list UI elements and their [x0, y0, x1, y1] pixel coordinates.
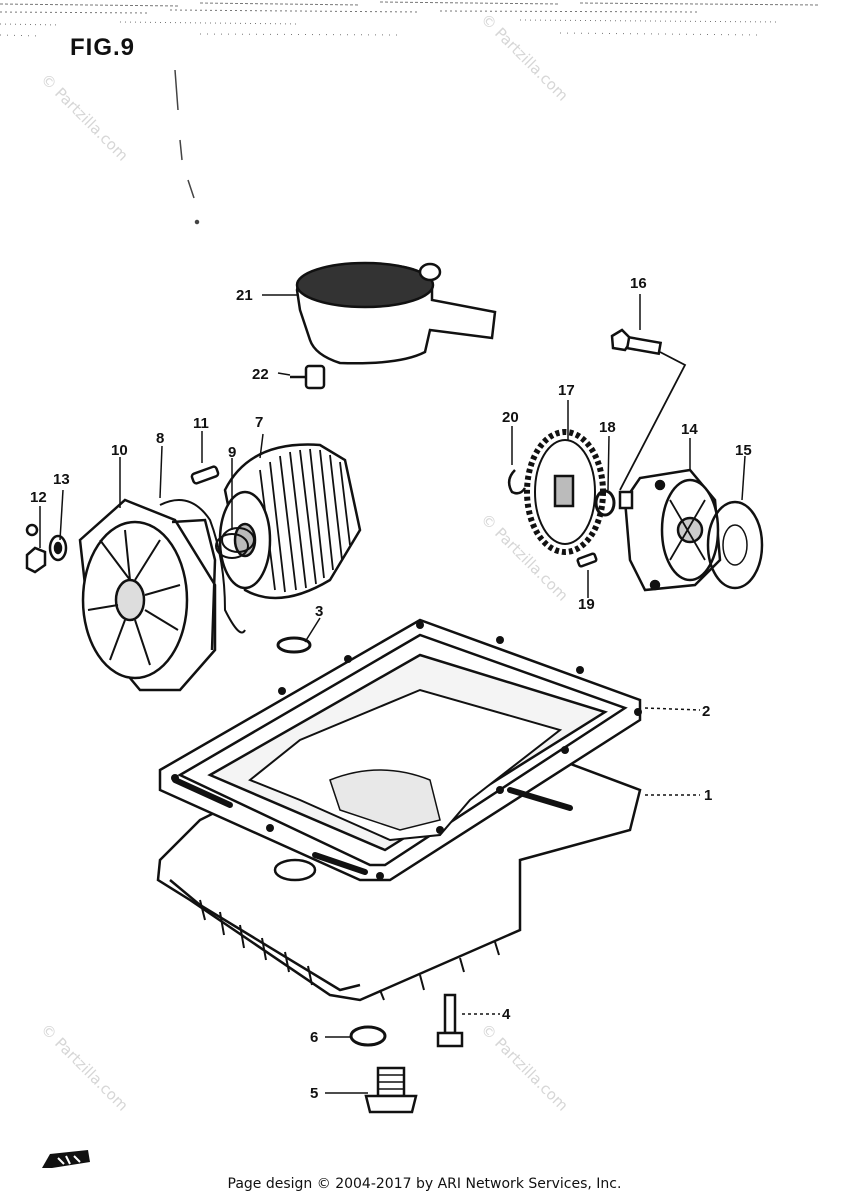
watermark: © Partzilla.com	[477, 10, 572, 105]
callout-2: 2	[702, 703, 710, 720]
drain-plug-washer	[349, 1025, 387, 1047]
spring	[215, 527, 255, 559]
thrust-washer	[594, 489, 616, 517]
callout-6: 6	[310, 1029, 318, 1046]
pump-pin	[576, 552, 598, 568]
circlip	[507, 469, 527, 495]
callout-10: 10	[111, 442, 128, 459]
callout-3: 3	[315, 603, 323, 620]
callout-1: 1	[704, 787, 712, 804]
scan-noise-top	[0, 1, 821, 37]
callout-20: 20	[502, 409, 519, 426]
callout-8: 8	[156, 430, 164, 447]
callout-12: 12	[30, 489, 47, 506]
watermark: © Partzilla.com	[37, 70, 132, 165]
callout-18: 18	[599, 419, 616, 436]
oil-pan-gasket	[158, 618, 642, 882]
leader-lines	[39, 294, 746, 1094]
callout-22: 22	[252, 366, 269, 383]
callout-21: 21	[236, 287, 253, 304]
watermark: © Partzilla.com	[477, 1020, 572, 1115]
page-footer: Page design © 2004-2017 by ARI Network S…	[227, 1176, 622, 1192]
watermark: © Partzilla.com	[37, 1020, 132, 1115]
o-ring	[276, 636, 312, 654]
bolt-16	[610, 328, 687, 491]
washer	[48, 534, 68, 562]
oil-filter	[218, 443, 362, 600]
pump-cover-gasket	[706, 500, 764, 590]
callout-16: 16	[630, 275, 647, 292]
oil-pump	[618, 468, 722, 592]
callout-labels: 1 2 3 4 5 6 7 8 9 10 11 12 13 14 15 16 1…	[30, 275, 752, 1102]
figure-title: FIG.9	[70, 34, 136, 61]
callout-19: 19	[578, 596, 595, 613]
callout-14: 14	[681, 421, 698, 438]
pan-bolt	[436, 993, 464, 1048]
scan-specks	[174, 69, 200, 225]
callout-9: 9	[228, 444, 236, 461]
pin	[190, 465, 220, 485]
drain-plug	[364, 1066, 418, 1114]
oil-strainer	[295, 261, 497, 365]
forward-arrow-icon	[42, 1150, 90, 1168]
oil-pump-gear	[524, 429, 606, 555]
oil-filter-cover	[78, 498, 217, 692]
callout-11: 11	[193, 415, 209, 432]
callout-17: 17	[558, 382, 575, 399]
callout-13: 13	[53, 471, 70, 488]
callout-7: 7	[255, 414, 263, 431]
strainer-bolt	[290, 364, 326, 390]
callout-4: 4	[502, 1006, 511, 1023]
filter-bolt	[25, 523, 47, 574]
filter-cover-o-ring	[159, 499, 246, 634]
callout-15: 15	[735, 442, 752, 459]
callout-5: 5	[310, 1085, 318, 1102]
